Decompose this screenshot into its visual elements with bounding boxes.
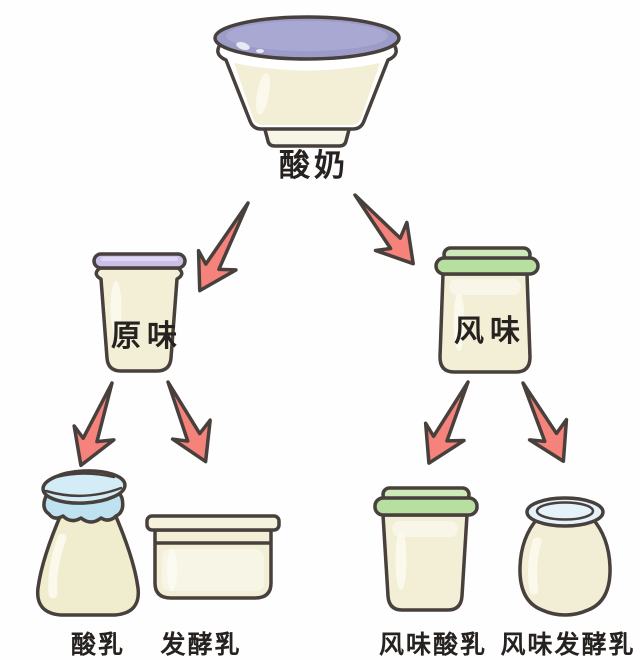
jar-body-light-band [392,521,458,537]
arrow-original-to-fermented-milk-icon [166,380,212,464]
pot-highlight [528,537,542,595]
flavored-jar-illustration [434,246,540,374]
cup-foil-lid-glint [236,42,250,50]
bottle-cloth-fold-line-upper [54,472,116,479]
tree-arrows [72,193,569,468]
cup-highlight [110,281,122,335]
arrow-root-to-flavored-icon [353,193,415,266]
pot-body [518,516,612,617]
flavored-sour-milk-jar-illustration [373,486,479,612]
cup-foot [262,124,352,148]
flavored-fermented-milk-label: 风味发酵乳 [500,630,636,659]
cup-body-cream [234,63,380,125]
bottle-highlight [48,533,67,599]
jar-body [438,272,532,374]
arrow-root-to-original-icon [196,201,250,293]
arrow-original-to-sour-milk-icon [72,381,116,468]
jar-green-lid-band [373,496,479,517]
sour-milk-label: 酸乳 [70,630,126,659]
jar-green-lid-band [434,256,540,276]
original-node-label: 原味 [111,319,183,354]
sour-milk-bottle-illustration [35,469,141,617]
root-node-label: 酸奶 [279,148,349,184]
flavored-node-label: 风味 [454,314,526,349]
cup-highlight [256,73,270,115]
cup-foil-lid-glint-small [256,49,264,53]
flavored-sour-milk-label: 风味酸乳 [378,630,488,659]
pot-opening [535,501,595,521]
cup-purple-lid-sheen [101,257,178,261]
tub-lid [145,514,281,532]
jar-highlight [395,530,407,590]
original-cup-illustration [92,252,187,373]
cup-foil-lid-sheen [226,21,388,51]
arrow-flavored-to-flavored-fermented-milk-icon [521,381,569,463]
jar-highlight [453,293,465,351]
arrow-flavored-to-flavored-sour-milk-icon [423,380,470,465]
root-yogurt-cup-illustration [213,15,401,148]
bottle-cloth-fold-line [44,486,123,498]
flavored-fermented-milk-pot-illustration [518,496,612,617]
jar-body-light-band [449,279,521,295]
tub-inner-light [162,549,264,591]
fermented-milk-label: 发酵乳 [160,630,242,659]
tub-highlight [167,549,177,591]
fermented-milk-tub-illustration [145,514,281,600]
